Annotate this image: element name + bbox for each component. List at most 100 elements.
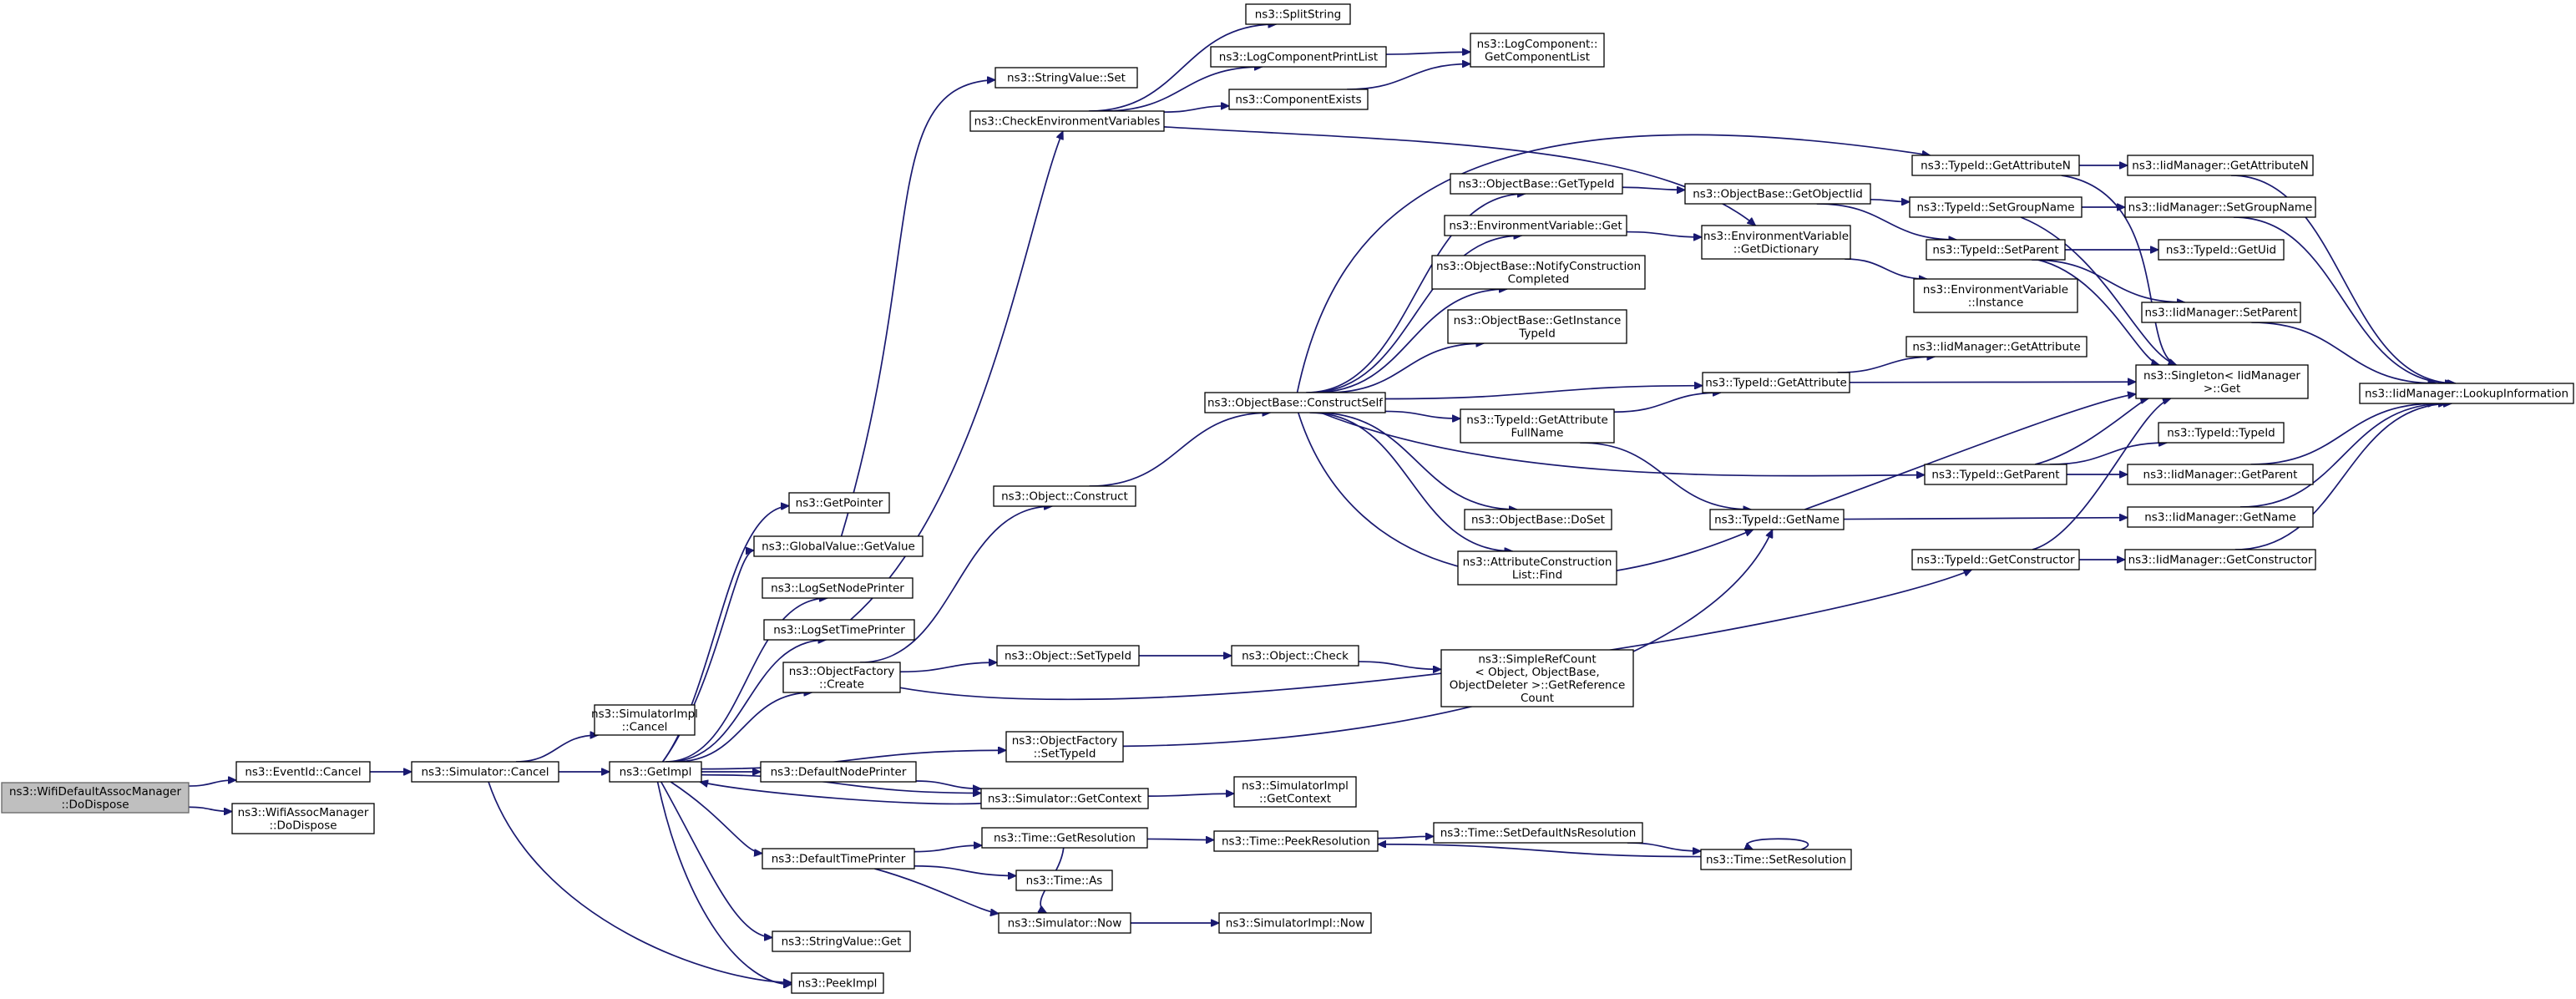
graph-node-splitstring[interactable]: ns3::SplitString — [1245, 3, 1351, 25]
call-edge — [2034, 398, 2148, 465]
graph-node-singleton-get[interactable]: ns3::Singleton< IidManager >::Get — [2135, 364, 2309, 399]
call-edge — [2239, 403, 2447, 508]
graph-node-typeid-setgroupname[interactable]: ns3::TypeId::SetGroupName — [1909, 196, 2083, 218]
graph-node-time-setresolution[interactable]: ns3::Time::SetResolution — [1700, 849, 1852, 870]
graph-node-typeid-getparent[interactable]: ns3::TypeId::GetParent — [1924, 464, 2067, 485]
node-label: ns3::DefaultTimePrinter — [772, 853, 906, 866]
graph-node-typeid-setparent[interactable]: ns3::TypeId::SetParent — [1926, 239, 2066, 261]
call-edge — [1377, 836, 1434, 838]
graph-node-wifiassoc-dodispose[interactable]: ns3::WifiAssocManager::DoDispose — [231, 803, 375, 834]
graph-node-time-peekresolution[interactable]: ns3::Time::PeekResolution — [1213, 830, 1379, 852]
graph-node-typeid-getconstructor[interactable]: ns3::TypeId::GetConstructor — [1911, 549, 2080, 570]
node-box — [2127, 506, 2314, 528]
call-edge — [188, 780, 236, 787]
call-edge — [1327, 343, 1484, 393]
graph-node-stringvalue-get[interactable]: ns3::StringValue::Get — [772, 931, 911, 952]
node-box — [1709, 509, 1845, 530]
graph-node-checkenv[interactable]: ns3::CheckEnvironmentVariables — [969, 110, 1165, 132]
graph-node-object-settypeid[interactable]: ns3::Object::SetTypeId — [996, 645, 1140, 667]
graph-node-logsetnodeprinter[interactable]: ns3::LogSetNodePrinter — [762, 577, 913, 599]
graph-node-iid-getattribute[interactable]: ns3::IidManager::GetAttribute — [1905, 336, 2088, 358]
node-label: ns3::WifiDefaultAssocManager — [9, 785, 182, 799]
node-box — [1457, 550, 1617, 586]
graph-node-time-as[interactable]: ns3::Time::As — [1015, 870, 1113, 891]
graph-node-objectbase-doset[interactable]: ns3::ObjectBase::DoSet — [1464, 509, 1612, 530]
graph-node-time-setdefaultns[interactable]: ns3::Time::SetDefaultNsResolution — [1433, 822, 1643, 844]
node-box — [763, 619, 915, 641]
call-edge — [700, 782, 982, 805]
graph-node-notifyconstruction[interactable]: ns3::ObjectBase::NotifyConstructionCompl… — [1431, 255, 1646, 290]
node-box — [1701, 225, 1851, 260]
graph-node-stringvalue-set[interactable]: ns3::StringValue::Set — [994, 67, 1138, 89]
graph-node-getimpl[interactable]: ns3::GetImpl — [609, 761, 702, 783]
graph-node-defaulttimeprinter[interactable]: ns3::DefaultTimePrinter — [762, 848, 915, 870]
node-box — [993, 485, 1136, 507]
graph-node-object-check[interactable]: ns3::Object::Check — [1231, 645, 1359, 667]
call-edge — [1622, 187, 1685, 190]
node-box — [1204, 392, 1386, 413]
graph-node-objectfactory-create[interactable]: ns3::ObjectFactory::Create — [782, 662, 901, 693]
node-box — [2127, 464, 2314, 485]
graph-node-iid-setparent[interactable]: ns3::IidManager::SetParent — [2141, 302, 2301, 323]
graph-node-simimpl-cancel[interactable]: ns3::SimulatorImpl::Cancel — [591, 704, 698, 736]
node-box — [1702, 372, 1850, 393]
call-edge — [1306, 194, 1526, 393]
graph-node-iid-getconstructor[interactable]: ns3::IidManager::GetConstructor — [2124, 549, 2316, 570]
node-box — [411, 761, 559, 783]
node-box — [2141, 302, 2301, 323]
call-edge — [656, 781, 792, 984]
graph-node-eventid-cancel[interactable]: ns3::EventId::Cancel — [235, 761, 371, 783]
graph-node-iid-getparent[interactable]: ns3::IidManager::GetParent — [2127, 464, 2314, 485]
graph-node-typeid-typeid[interactable]: ns3::TypeId::TypeId — [2158, 422, 2285, 444]
graph-node-simulator-now[interactable]: ns3::Simulator::Now — [998, 912, 1131, 934]
node-box — [1444, 215, 1627, 236]
graph-node-simimpl-getcontext[interactable]: ns3::SimulatorImpl::GetContext — [1233, 776, 1357, 808]
node-label: ns3::Object::Construct — [1001, 490, 1128, 504]
node-label: ns3::ObjectBase::DoSet — [1471, 514, 1605, 527]
node-label: ns3::TypeId::SetGroupName — [1916, 201, 2074, 215]
graph-node-envvar-instance[interactable]: ns3::EnvironmentVariable::Instance — [1913, 278, 2078, 313]
node-box — [996, 645, 1140, 667]
graph-node-time-getresolution[interactable]: ns3::Time::GetResolution — [981, 827, 1148, 849]
graph-node-iid-getname[interactable]: ns3::IidManager::GetName — [2127, 506, 2314, 528]
graph-node-logcomponent-getlist[interactable]: ns3::LogComponent::GetComponentList — [1470, 33, 1605, 68]
graph-node-objectfactory-settypeid[interactable]: ns3::ObjectFactory::SetTypeId — [1005, 731, 1124, 763]
graph-node-defaultnodeprinter[interactable]: ns3::DefaultNodePrinter — [760, 761, 917, 783]
graph-node-simulator-getcontext[interactable]: ns3::Simulator::GetContext — [980, 788, 1149, 809]
graph-node-object-construct[interactable]: ns3::Object::Construct — [993, 485, 1136, 507]
graph-node-wifi-dodispose[interactable]: ns3::WifiDefaultAssocManager::DoDispose — [1, 782, 190, 814]
graph-node-simulator-cancel[interactable]: ns3::Simulator::Cancel — [411, 761, 559, 783]
node-label: ns3::TypeId::GetName — [1714, 514, 1840, 527]
node-label: ns3::LogSetTimePrinter — [773, 624, 905, 637]
graph-node-globalvalue-getvalue[interactable]: ns3::GlobalValue::GetValue — [753, 535, 924, 557]
node-box — [1924, 464, 2067, 485]
graph-node-logcomponentprintlist[interactable]: ns3::LogComponentPrintList — [1210, 46, 1387, 68]
graph-node-iid-getattributen[interactable]: ns3::IidManager::GetAttributeN — [2127, 155, 2314, 176]
graph-node-getpointer[interactable]: ns3::GetPointer — [788, 492, 890, 514]
graph-node-objectbase-getobjectiid[interactable]: ns3::ObjectBase::GetObjectIid — [1684, 183, 1871, 205]
graph-node-typeid-getattribute[interactable]: ns3::TypeId::GetAttribute — [1702, 372, 1850, 393]
graph-node-peekimpl[interactable]: ns3::PeekImpl — [791, 972, 884, 994]
graph-node-constructself[interactable]: ns3::ObjectBase::ConstructSelf — [1204, 392, 1386, 413]
graph-node-objectbase-gettypeid[interactable]: ns3::ObjectBase::GetTypeId — [1450, 173, 1623, 195]
call-edge — [1870, 200, 1910, 202]
graph-node-simimpl-now[interactable]: ns3::SimulatorImpl::Now — [1218, 912, 1372, 934]
graph-node-simplerefcount[interactable]: ns3::SimpleRefCount< Object, ObjectBase,… — [1440, 649, 1634, 707]
graph-node-envvar-get[interactable]: ns3::EnvironmentVariable::Get — [1444, 215, 1627, 236]
call-edge — [1804, 394, 2136, 510]
graph-node-typeid-getname[interactable]: ns3::TypeId::GetName — [1709, 509, 1845, 530]
node-label: ns3::IidManager::GetAttributeN — [2132, 160, 2308, 173]
graph-node-iid-setgroupname[interactable]: ns3::IidManager::SetGroupName — [2124, 196, 2316, 218]
graph-node-typeid-getattributen[interactable]: ns3::TypeId::GetAttributeN — [1911, 155, 2080, 176]
node-box — [762, 848, 915, 870]
graph-node-iid-lookupinformation[interactable]: ns3::IidManager::LookupInformation — [2359, 383, 2574, 404]
graph-node-componentexists[interactable]: ns3::ComponentExists — [1228, 89, 1369, 110]
graph-node-logsettimeprinter[interactable]: ns3::LogSetTimePrinter — [763, 619, 915, 641]
call-edge — [2233, 216, 2453, 383]
call-edge — [1358, 661, 1441, 669]
graph-node-envvar-getdictionary[interactable]: ns3::EnvironmentVariable::GetDictionary — [1701, 225, 1851, 260]
graph-node-typeid-getuid[interactable]: ns3::TypeId::GetUid — [2158, 239, 2285, 261]
